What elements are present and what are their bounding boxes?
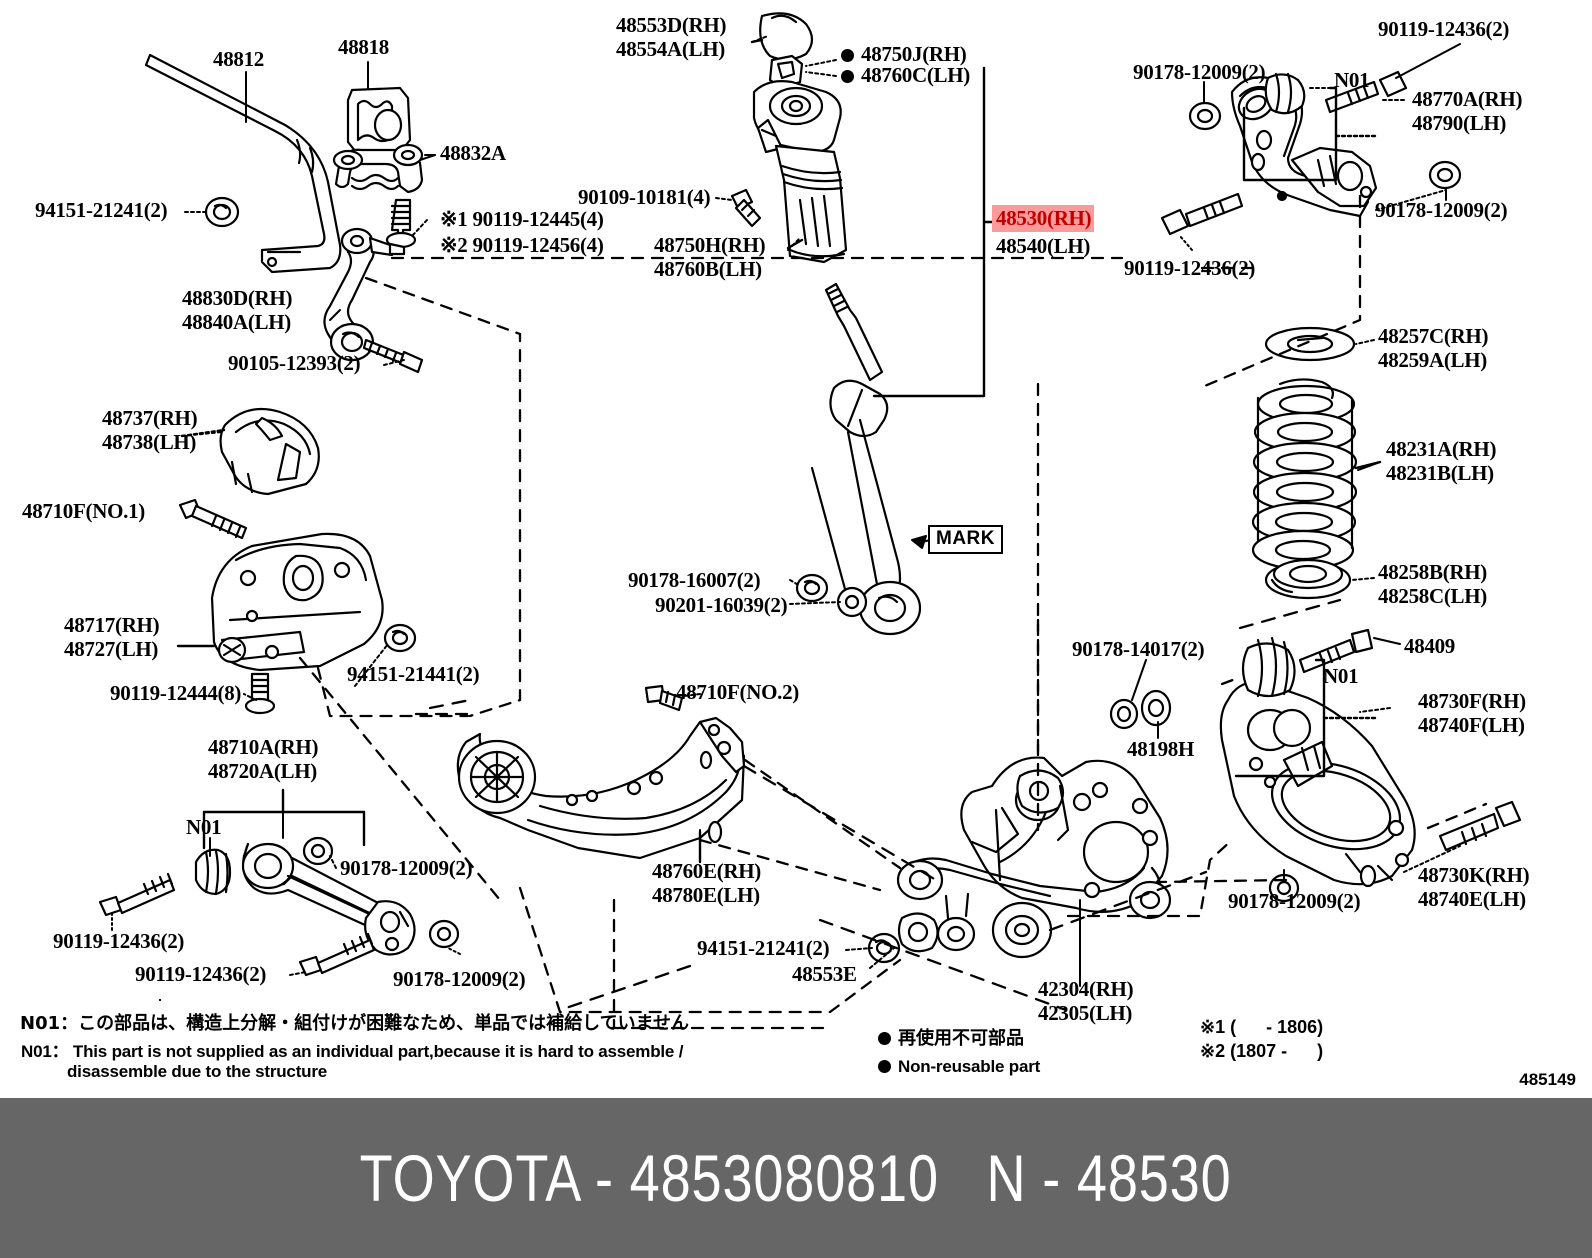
label-spring-insulator-upper-text: 48257C(RH) 48259A(LH) — [1378, 324, 1489, 372]
legend-note2-range: ※2 (1807 - ) — [1200, 1041, 1324, 1061]
footer-part-label: TOYOTA - 4853080810 N - 48530 — [360, 1141, 1232, 1215]
label-48257C-48259A: 48257C(RH) 48259A(LH) — [1378, 324, 1489, 372]
label-48530-text: 48530(RH) — [992, 205, 1095, 232]
label-48540: 48540(LH) — [996, 234, 1091, 258]
label-48530-highlighted: 48530(RH) — [992, 205, 1095, 232]
label-note2-bolt: ※2 90119-12456(4) — [440, 233, 604, 257]
legend-nonreusable-en-text: Non-reusable part — [898, 1057, 1041, 1076]
label-90119-12436-topright: 90119-12436(2) — [1378, 17, 1510, 41]
label-n01-lower-arm: N01 — [1323, 664, 1359, 688]
label-90178-16007: 90178-16007(2) — [628, 568, 761, 592]
legend-n01-english-line2: disassemble due to the structure — [67, 1062, 328, 1081]
footer-bar: TOYOTA - 4853080810 N - 48530 — [0, 1098, 1592, 1258]
label-48553E: 48553E — [792, 962, 857, 986]
label-48760E-48780E: 48760E(RH) 48780E(LH) — [652, 859, 761, 907]
label-spring-insulator-lower-text: 48258B(RH) 48258C(LH) — [1378, 560, 1487, 608]
legend-n01-japanese: N01：この部品は、構造上分解・組付けが困難なため、単品では補給していません — [20, 1013, 690, 1034]
label-48258B-48258C: 48258B(RH) 48258C(LH) — [1378, 560, 1487, 608]
label-94151-21241-b: 94151-21241(2) — [697, 936, 830, 960]
label-48750J: 48750J(RH) — [841, 43, 967, 66]
label-48710F-no1-text: 48710F — [22, 499, 86, 523]
label-n01-upper-arm: N01 — [1334, 68, 1370, 92]
label-48770A-48790: 48770A(RH) 48790(LH) — [1412, 87, 1523, 135]
label-48730K-48740E: 48730K(RH) 48740E(LH) — [1418, 863, 1530, 911]
label-48198H: 48198H — [1127, 737, 1195, 761]
label-48409: 48409 — [1404, 634, 1456, 658]
label-90105-12393: 90105-12393(2) — [228, 351, 361, 375]
label-upper-arm-text: 48770A(RH) 48790(LH) — [1412, 87, 1523, 135]
label-lateral-rod-text: 48710A(RH) 48720A(LH) — [208, 735, 319, 783]
label-48818: 48818 — [338, 35, 390, 59]
label-90119-12436-bl2: 90119-12436(2) — [135, 962, 267, 986]
label-90109-10181: 90109-10181(4) — [578, 185, 711, 209]
label-94151-21241: 94151-21241(2) — [35, 198, 168, 222]
label-90119-12444: 90119-12444(8) — [110, 681, 242, 705]
label-trailing-arm-text: 48760E(RH) 48780E(LH) — [652, 859, 761, 907]
label-90201-16039: 90201-16039(2) — [655, 593, 788, 617]
label-48730F-48740F: 48730F(RH) 48740F(LH) — [1418, 689, 1526, 737]
label-48710F-no2-sub: (NO.2) — [739, 680, 800, 704]
label-n01-lateral-rod: N01 — [186, 815, 222, 839]
label-90178-12009-topleft: 90178-12009(2) — [1133, 60, 1266, 84]
label-48710F-no2: 48710F(NO.2) — [676, 681, 799, 704]
legend-n01-english-line1: N01： This part is not supplied as an ind… — [21, 1042, 684, 1061]
label-dust-cover-48737-text: 48737(RH) 48738(LH) — [102, 406, 198, 454]
nonreusable-legend-dot-icon — [878, 1032, 891, 1045]
label-48710F-no2-text: 48710F — [676, 680, 740, 704]
nonreusable-dot-icon-2 — [841, 70, 854, 83]
label-48812: 48812 — [213, 47, 265, 71]
label-note1-bolt: ※1 90119-12445(4) — [440, 207, 604, 231]
label-90178-12009-topright: 90178-12009(2) — [1375, 198, 1508, 222]
diagram-canvas: 48812 48818 48832A 94151-21241(2) 48830D… — [20, 12, 1576, 1089]
label-48760C: 48760C(LH) — [841, 64, 970, 87]
label-48231A-48231B: 48231A(RH) 48231B(LH) — [1386, 437, 1497, 485]
label-90178-12009-bottomleft: 90178-12009(2) — [393, 967, 526, 991]
label-48710F-no1-sub: (NO.1) — [85, 499, 146, 523]
legend-nonreusable-english: Non-reusable part — [878, 1057, 1041, 1076]
label-48710A-48720A: 48710A(RH) 48720A(LH) — [208, 735, 319, 783]
label-knuckle-text: 42304(RH) 42305(LH) — [1038, 977, 1134, 1025]
label-42304-42305: 42304(RH) 42305(LH) — [1038, 977, 1134, 1025]
legend-nonreusable-japanese: 再使用不可部品 — [878, 1029, 1024, 1048]
label-coil-spring-text: 48231A(RH) 48231B(LH) — [1386, 437, 1497, 485]
label-stabilizer-link-text: 48830D(RH) 48840A(LH) — [182, 286, 293, 334]
label-94151-21441: 94151-21441(2) — [347, 662, 480, 686]
nonreusable-legend-dot-icon-2 — [878, 1060, 891, 1073]
label-lower-arm-bolt-text: 48730K(RH) 48740E(LH) — [1418, 863, 1530, 911]
label-48710F-no1: 48710F(NO.1) — [22, 500, 145, 523]
label-48737-48738: 48737(RH) 48738(LH) — [102, 406, 198, 454]
label-90178-12009-midleft: 90178-12009(2) — [340, 856, 473, 880]
label-suspension-support-text: 48717(RH) 48727(LH) — [64, 613, 160, 661]
label-48830D-48840A: 48830D(RH) 48840A(LH) — [182, 286, 293, 334]
mark-callout-box: MARK — [928, 525, 1003, 554]
label-dust-cover-upper-text: 48553D(RH) 48554A(LH) — [616, 13, 727, 61]
label-90119-12436-bl1: 90119-12436(2) — [53, 929, 185, 953]
label-90119-12436-mid: 90119-12436(2) — [1124, 256, 1256, 280]
diagram-artwork — [98, 12, 1522, 1030]
legend-note1-range: ※1 ( - 1806) — [1200, 1017, 1324, 1037]
label-90178-12009-bottomright: 90178-12009(2) — [1228, 889, 1361, 913]
label-48553D-48554A: 48553D(RH) 48554A(LH) — [616, 13, 727, 61]
label-48760C-text: 48760C(LH) — [861, 63, 970, 87]
label-48832A: 48832A — [440, 141, 506, 165]
label-lower-arm-text: 48730F(RH) 48740F(LH) — [1418, 689, 1526, 737]
label-48750J-text: 48750J(RH) — [861, 42, 967, 66]
nonreusable-dot-icon — [841, 49, 854, 62]
label-48750H-48760B: 48750H(RH) 48760B(LH) — [654, 233, 766, 281]
label-boot-text: 48750H(RH) 48760B(LH) — [654, 233, 766, 281]
legend-nonreusable-jp-text: 再使用不可部品 — [898, 1028, 1024, 1049]
label-90178-14017: 90178-14017(2) — [1072, 637, 1205, 661]
label-48717-48727: 48717(RH) 48727(LH) — [64, 613, 160, 661]
diagram-id: 485149 — [1519, 1070, 1576, 1089]
